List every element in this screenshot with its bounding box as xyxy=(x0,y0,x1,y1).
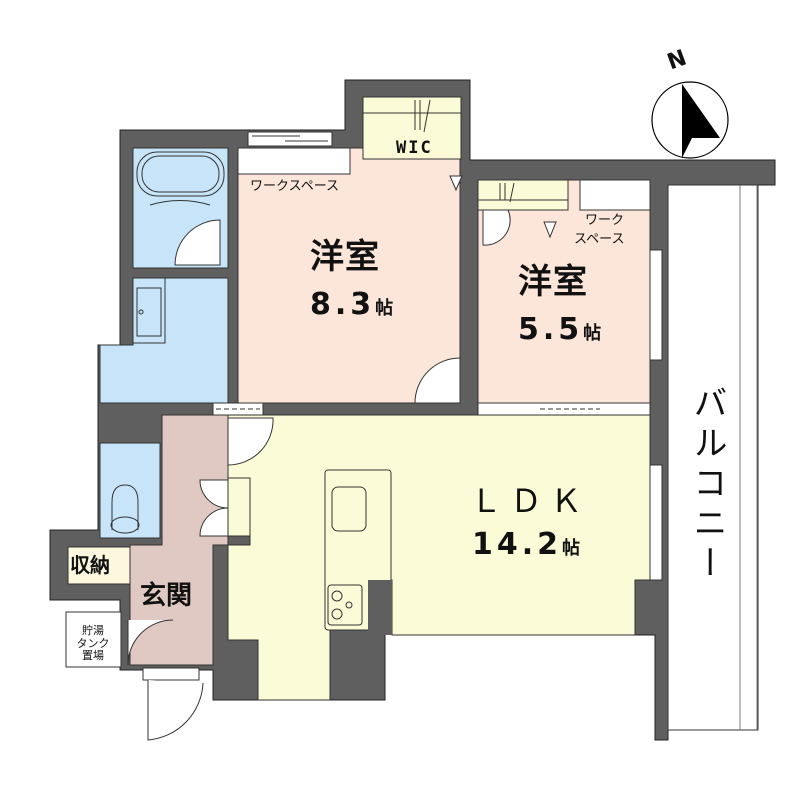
water-heater-label: 貯湯 タンク 置場 xyxy=(76,624,110,663)
window-bedroom2[interactable] xyxy=(649,249,663,361)
front-door[interactable] xyxy=(127,619,174,666)
shoe-closet xyxy=(227,477,251,537)
bedroom-2-workspace-shelf xyxy=(579,179,651,211)
sink-icon xyxy=(331,486,367,532)
bedroom-2-closet xyxy=(477,179,569,211)
bedroom-2-name: 洋室 xyxy=(518,262,588,302)
bedroom-2-workspace-line2: スペース xyxy=(574,232,625,247)
wic xyxy=(362,96,462,160)
storage-label: 収納 xyxy=(70,553,110,577)
exterior-door[interactable] xyxy=(147,680,204,741)
storage xyxy=(67,546,131,585)
washbasin-icon xyxy=(132,277,166,344)
wic-door-icon[interactable] xyxy=(449,175,463,192)
north-label: N xyxy=(664,45,690,76)
ldk-size: 14.2帖 xyxy=(472,527,581,562)
closet-door-icon[interactable] xyxy=(543,221,557,239)
bedroom-1 xyxy=(237,147,461,404)
bath-door[interactable] xyxy=(174,219,221,266)
bedroom-2-workspace-line1: ワーク xyxy=(585,213,625,228)
ldk xyxy=(227,414,651,701)
stove-icon xyxy=(327,584,363,626)
toilet-icon xyxy=(110,484,140,534)
bedroom-1-name: 洋室 xyxy=(310,237,380,277)
bedroom-2-size: 5.5帖 xyxy=(518,312,602,347)
compass-arrow-icon xyxy=(651,81,729,159)
closet-door[interactable] xyxy=(199,479,229,537)
wic-label: WIC xyxy=(396,138,433,158)
bathtub-icon xyxy=(136,151,225,206)
bedroom-1-door[interactable] xyxy=(414,357,461,404)
north-compass: N xyxy=(650,45,750,160)
window-ldk[interactable] xyxy=(649,464,663,581)
balcony xyxy=(667,184,759,731)
ldk-door[interactable] xyxy=(227,417,274,466)
bedroom-1-workspace-shelf xyxy=(237,147,351,175)
entrance-label: 玄関 xyxy=(140,581,193,611)
ldk-name: ＬＤＫ xyxy=(470,482,591,520)
window-top-bedroom1[interactable] xyxy=(247,131,333,147)
water-heater-area xyxy=(65,611,122,668)
balcony-label: バルコニー xyxy=(687,385,727,585)
bedroom-1-workspace-label: ワークスペース xyxy=(250,179,340,194)
kitchen-pillar xyxy=(368,580,392,635)
toilet-room xyxy=(99,442,161,539)
bedroom-2-door[interactable] xyxy=(482,209,511,246)
bedroom-1-size: 8.3帖 xyxy=(310,287,394,322)
